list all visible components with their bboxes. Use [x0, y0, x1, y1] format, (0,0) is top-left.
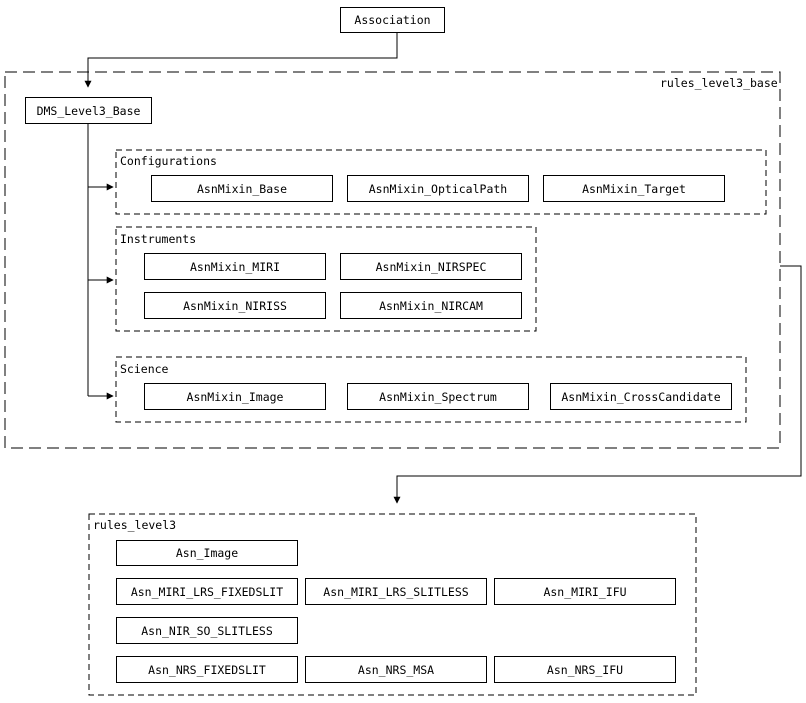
- group-border-rules-level3: [88, 513, 697, 696]
- node-asnmixin-crosscandidate: AsnMixin_CrossCandidate: [550, 383, 732, 410]
- node-asn-nrs-msa: Asn_NRS_MSA: [305, 656, 487, 683]
- node-asnmixin-spectrum: AsnMixin_Spectrum: [347, 383, 529, 410]
- node-asnmixin-opticalpath: AsnMixin_OpticalPath: [347, 175, 529, 202]
- dms-level3-base-node: DMS_Level3_Base: [25, 97, 152, 124]
- rules-level3-label: rules_level3: [93, 518, 177, 532]
- node-asn-nrs-fixedslit: Asn_NRS_FIXEDSLIT: [116, 656, 298, 683]
- group-border-rules-level3-base: [4, 71, 781, 449]
- configurations-label: Configurations: [120, 154, 217, 168]
- node-asnmixin-niriss: AsnMixin_NIRISS: [144, 292, 326, 319]
- group-border-science: [115, 356, 747, 423]
- node-asnmixin-base: AsnMixin_Base: [151, 175, 333, 202]
- node-asn-miri-lrs-slitless: Asn_MIRI_LRS_SLITLESS: [305, 578, 487, 605]
- node-asn-miri-ifu: Asn_MIRI_IFU: [494, 578, 676, 605]
- association-node: Association: [340, 7, 445, 33]
- group-border-configurations: [115, 149, 767, 215]
- node-asnmixin-target: AsnMixin_Target: [543, 175, 725, 202]
- rules-level3-base-label: rules_level3_base: [660, 76, 778, 90]
- node-asn-nir-so-slitless: Asn_NIR_SO_SLITLESS: [116, 617, 298, 644]
- edge-association-to-dms: [84, 33, 398, 88]
- node-asnmixin-nircam: AsnMixin_NIRCAM: [340, 292, 522, 319]
- node-asnmixin-miri: AsnMixin_MIRI: [144, 253, 326, 280]
- group-border-instruments: [115, 226, 537, 332]
- node-asn-miri-lrs-fixedslit: Asn_MIRI_LRS_FIXEDSLIT: [116, 578, 298, 605]
- edge-base-to-rules-level3: [393, 265, 802, 504]
- node-asnmixin-image: AsnMixin_Image: [144, 383, 326, 410]
- instruments-label: Instruments: [120, 232, 197, 246]
- science-label: Science: [120, 362, 169, 376]
- node-asn-nrs-ifu: Asn_NRS_IFU: [494, 656, 676, 683]
- node-asnmixin-nirspec: AsnMixin_NIRSPEC: [340, 253, 522, 280]
- node-asn-image: Asn_Image: [116, 540, 298, 566]
